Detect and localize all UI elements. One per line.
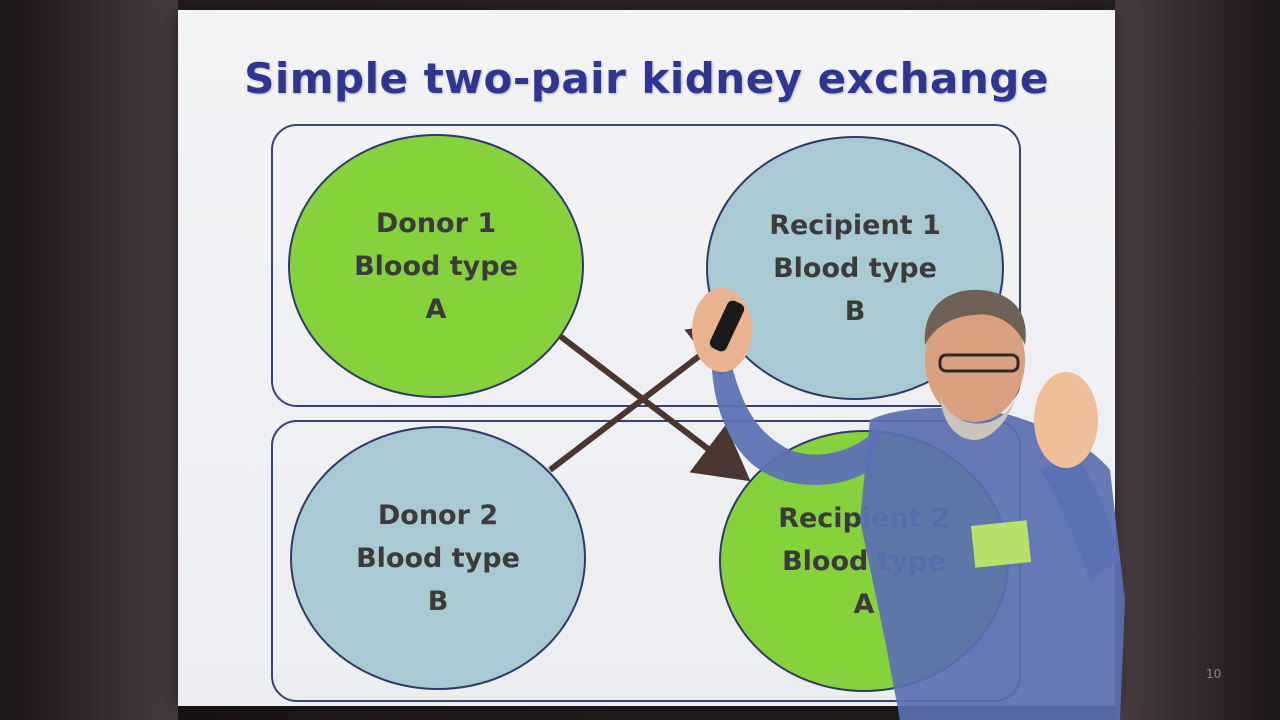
recipient-1-blood-type: B (844, 295, 866, 327)
projected-slide: Simple two-pair kidney exchange Donor 1 … (178, 10, 1221, 706)
donor-1-blood-type: A (425, 293, 447, 325)
room-wall-left (0, 0, 178, 720)
recipient-1-name: Recipient 1 (769, 209, 941, 241)
arrow-donor1-to-recipient2 (558, 333, 751, 482)
donor-2-blood-type: B (427, 585, 449, 617)
donor-2-name: Donor 2 (377, 499, 499, 531)
slide-title: Simple two-pair kidney exchange (244, 54, 1049, 103)
donor-2-node: Donor 2 Blood type B (290, 426, 586, 690)
donor-2-blood-label: Blood type (356, 542, 520, 574)
donor-1-node: Donor 1 Blood type A (288, 134, 584, 398)
exchange-arrows (548, 320, 751, 482)
donor-1-name: Donor 1 (375, 207, 497, 239)
donor-1-blood-label: Blood type (354, 250, 518, 282)
room-wall-right (1115, 0, 1280, 720)
pair-box-1 (271, 124, 1021, 407)
recipient-1-blood-label: Blood type (773, 252, 937, 284)
slide-page-number: 10 (1206, 667, 1222, 681)
